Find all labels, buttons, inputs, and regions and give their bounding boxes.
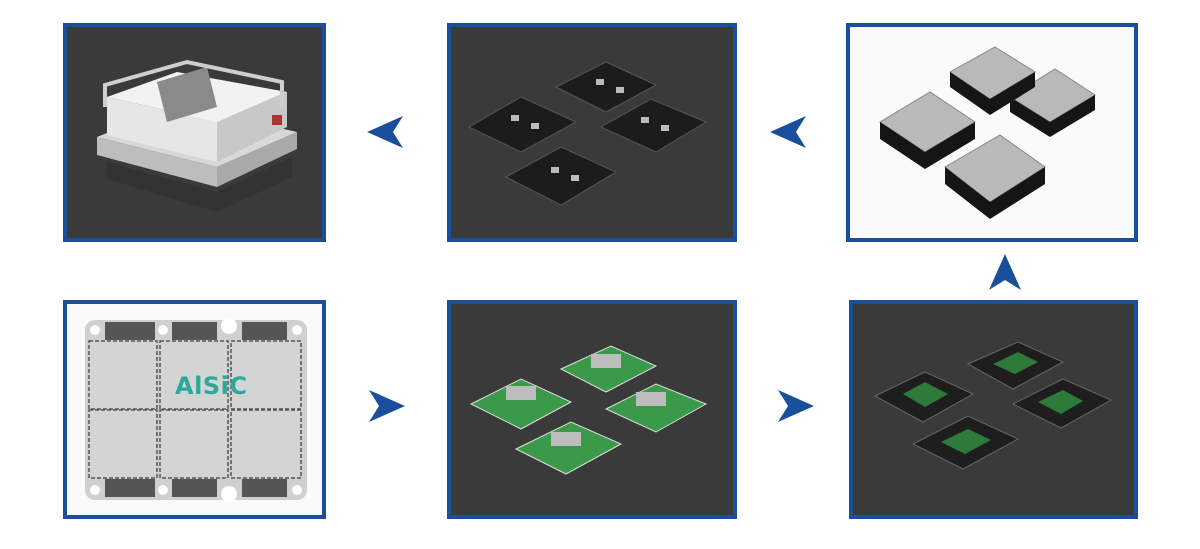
arrow-right-icon (778, 390, 814, 422)
alsic-baseplate-image (85, 318, 307, 502)
arrow-up-icon (989, 254, 1021, 290)
arrow-right-icon (369, 390, 405, 422)
power-modules-image (467, 61, 708, 206)
panel-inverter-assembly (63, 23, 326, 242)
assembled-substrates-image (873, 341, 1113, 470)
arrow-left-icon (367, 116, 403, 148)
panel-alsic-baseplate: AlSiC (63, 300, 326, 519)
panel-sealed-modules (846, 23, 1138, 242)
panel-pcb-substrates (447, 300, 737, 519)
inverter-assembly-image (97, 59, 297, 212)
panel-assembled-substrates (849, 300, 1138, 519)
sealed-modules-image (879, 46, 1096, 219)
pcb-substrates-image (469, 345, 708, 475)
panel-power-modules (447, 23, 737, 242)
arrow-left-icon (770, 116, 806, 148)
alsic-label: AlSiC (175, 372, 248, 400)
